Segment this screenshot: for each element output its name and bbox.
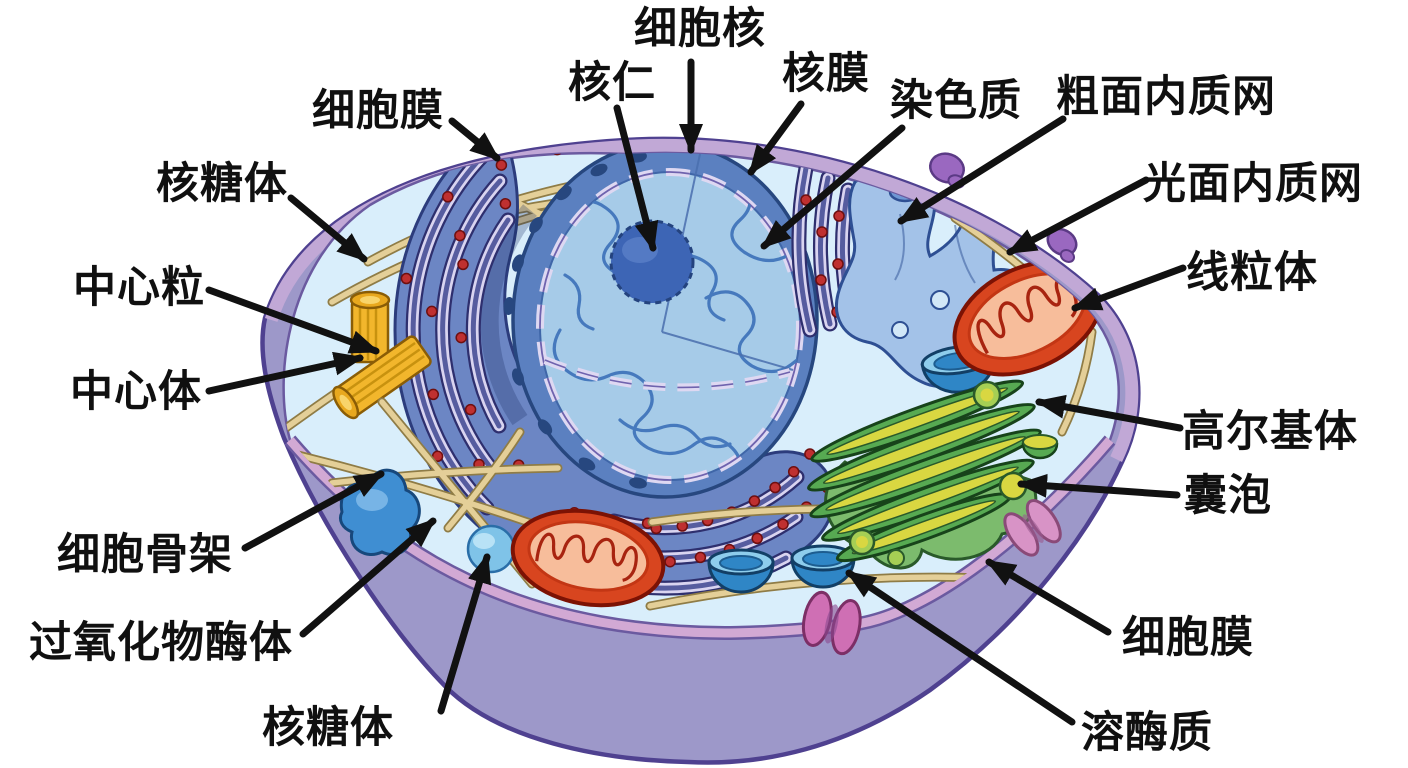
arrow-centrosome <box>205 351 364 395</box>
membrane-channel-bottom <box>801 590 862 656</box>
label-centriole: 中心粒 <box>73 264 205 312</box>
arrow-cell-membrane-top <box>448 117 501 162</box>
nuclear-pores <box>503 152 647 489</box>
arrow-cell-membrane-bottom <box>985 558 1112 636</box>
label-lysosome: 溶酶质 <box>1081 709 1213 757</box>
membrane-protein-knob-2 <box>1046 227 1078 263</box>
nucleus <box>480 152 819 499</box>
cut-membrane-band-fill <box>286 437 1114 638</box>
arrow-smooth-er <box>1006 176 1150 256</box>
annotation-arrows <box>205 58 1187 726</box>
label-rough-er: 粗面内质网 <box>1056 73 1276 121</box>
label-peroxisome: 过氧化物酶体 <box>29 619 293 667</box>
label-nuclear-membrane: 核膜 <box>782 50 870 98</box>
arrow-chromatin <box>760 124 906 250</box>
mitochondrion-top <box>952 259 1104 377</box>
arrow-golgi <box>1035 394 1184 432</box>
label-nucleolus: 核仁 <box>568 59 656 107</box>
arrow-nucleolus <box>613 104 659 252</box>
label-cell-membrane-bottom: 细胞膜 <box>1122 614 1254 662</box>
label-cytoskeleton: 细胞骨架 <box>57 531 233 579</box>
label-ribosome-top: 核糖体 <box>156 160 288 208</box>
arrow-lysosome <box>845 569 1076 726</box>
arrow-nuclear-membrane <box>747 100 805 176</box>
label-mitochondrion: 线粒体 <box>1186 249 1318 297</box>
arrow-ribosome-top <box>287 194 368 263</box>
label-centrosome: 中心体 <box>70 368 202 416</box>
label-chromatin: 染色质 <box>890 77 1022 125</box>
label-golgi: 高尔基体 <box>1182 408 1358 456</box>
lysosome-bowl-1 <box>707 548 775 594</box>
label-cell-membrane-top: 细胞膜 <box>312 87 444 135</box>
arrow-vesicle <box>1017 473 1181 499</box>
arrow-mitochondrion <box>1071 264 1187 312</box>
free-ribosome-sphere <box>466 524 516 574</box>
label-ribosome-bottom: 核糖体 <box>262 704 394 752</box>
arrow-peroxisome <box>299 517 437 638</box>
arrow-cytoskeleton <box>241 470 385 552</box>
membrane-channel-right <box>1003 499 1062 557</box>
arrow-centriole <box>205 286 380 355</box>
arrow-ribosome-bottom <box>437 553 492 715</box>
mitochondrion-bottom <box>510 508 666 608</box>
label-smooth-er: 光面内质网 <box>1143 160 1363 208</box>
label-cell-nucleus: 细胞核 <box>634 5 766 53</box>
label-vesicle: 囊泡 <box>1184 472 1272 520</box>
membrane-band-top <box>262 138 1139 468</box>
golgi-apparatus <box>807 379 1059 570</box>
arrow-rough-er <box>897 115 1067 225</box>
